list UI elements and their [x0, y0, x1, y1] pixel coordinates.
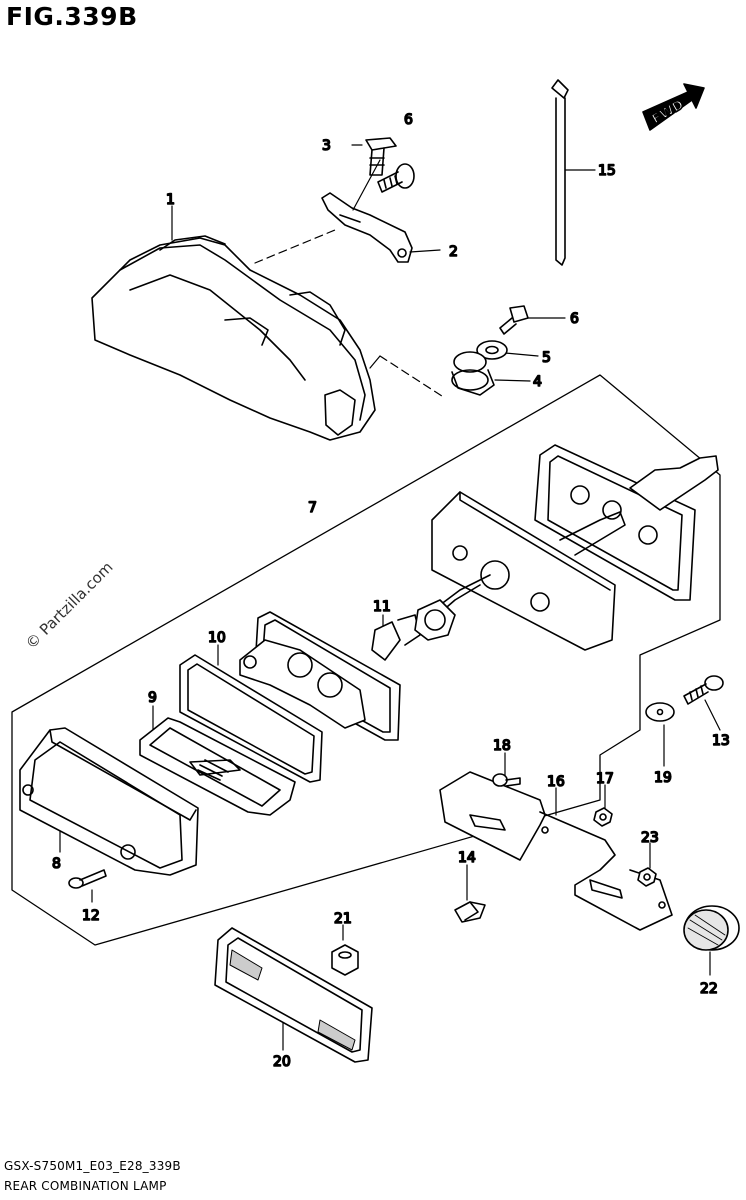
callout-9: 9 [148, 690, 157, 706]
callout-3: 3 [322, 138, 331, 154]
nut-part-17 [593, 807, 613, 827]
lamp-gasket [534, 444, 719, 601]
callout-12: 12 [82, 908, 100, 924]
bracket-part-16 [439, 771, 673, 931]
bulb-part-11 [371, 599, 456, 661]
fwd-arrow-icon: FWD [642, 83, 705, 131]
callout-17: 17 [596, 771, 614, 787]
round-reflector-part-22 [683, 905, 740, 951]
callout-7: 7 [308, 500, 317, 516]
grommet-part-3 [365, 137, 397, 176]
screw-part-6-top [377, 163, 415, 193]
figure-name: REAR COMBINATION LAMP [4, 1179, 167, 1193]
callout-18: 18 [493, 738, 511, 754]
callout-20: 20 [273, 1054, 291, 1070]
base-plate-part-10 [239, 611, 401, 741]
leader-lines [59, 144, 721, 1051]
nut-part-21 [331, 944, 359, 976]
figure-title: FIG.339B [6, 2, 138, 31]
gasket-part-10 [179, 654, 323, 783]
callout-1: 1 [166, 192, 175, 208]
callout-11: 11 [373, 599, 391, 615]
callout-6b: 6 [570, 311, 579, 327]
cable-tie-part [551, 79, 596, 266]
clip-part-14 [454, 901, 486, 923]
callout-16: 16 [547, 774, 565, 790]
screw-part-12 [68, 869, 107, 889]
callout-21: 21 [334, 911, 352, 927]
reflector-frame-part-9 [139, 717, 296, 816]
figure-code: GSX-S750M1_E03_E28_339B [4, 1159, 181, 1173]
reflector-part-20 [214, 927, 373, 1063]
callout-8: 8 [52, 856, 61, 872]
callout-2: 2 [449, 244, 458, 260]
screw-part-13 [683, 675, 724, 705]
callout-14: 14 [458, 850, 476, 866]
callout-22: 22 [700, 981, 718, 997]
washer-part-19 [645, 702, 675, 722]
bracket-part [321, 192, 413, 263]
callout-10: 10 [208, 630, 226, 646]
nut-part-23 [637, 867, 657, 887]
callout-15: 15 [598, 163, 616, 179]
callout-4: 4 [533, 374, 542, 390]
callout-5: 5 [542, 350, 551, 366]
callout-19: 19 [654, 770, 672, 786]
assembly-boundary [11, 374, 721, 946]
grommet-part-4 [451, 351, 495, 396]
socket-housing [431, 491, 626, 651]
screw-part-18 [492, 773, 521, 787]
callout-23: 23 [641, 830, 659, 846]
lamp-housing-part [91, 235, 376, 441]
callout-13: 13 [712, 733, 730, 749]
callout-6a: 6 [404, 112, 413, 128]
lens-part-8 [19, 727, 199, 876]
screw-part-6-right [499, 305, 529, 335]
washer-part-5 [476, 340, 508, 360]
